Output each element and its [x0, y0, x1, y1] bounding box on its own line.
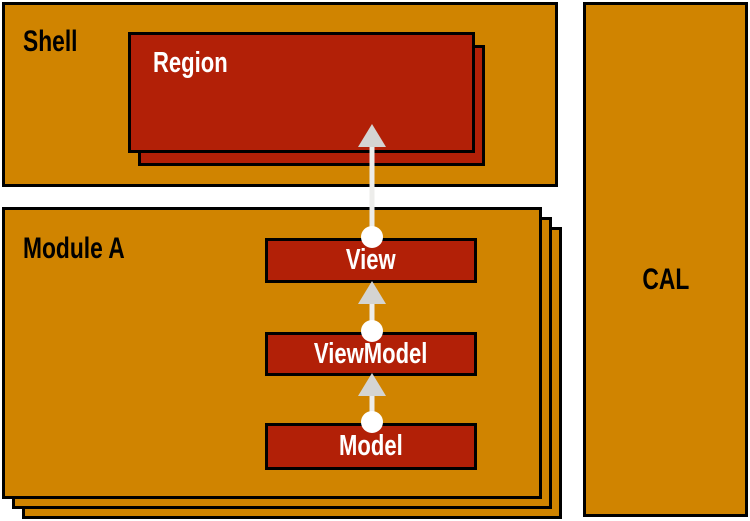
view-box: View [265, 238, 477, 283]
view-label-text: View [346, 244, 396, 276]
region-label-text: Region [153, 47, 228, 79]
viewmodel-label-text: ViewModel [314, 337, 428, 370]
region-box: Region [128, 32, 475, 153]
viewmodel-box: ViewModel [265, 332, 477, 376]
module-a-label-text: Module A [23, 232, 125, 265]
shell-label: Shell [23, 25, 95, 59]
model-label-text: Model [339, 430, 403, 462]
module-a-label: Module A [23, 232, 157, 266]
cal-panel: CAL [583, 2, 748, 517]
region-label: Region [153, 47, 251, 80]
cal-label: CAL [586, 263, 745, 297]
shell-label-text: Shell [23, 25, 78, 58]
cal-label-text: CAL [642, 263, 689, 296]
model-box: Model [265, 423, 477, 470]
